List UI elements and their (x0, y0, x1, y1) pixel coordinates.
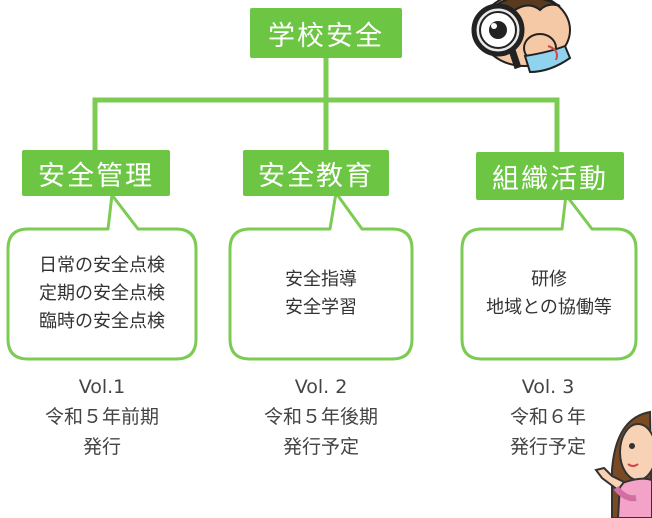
pointing-woman-character (594, 410, 652, 518)
caption-volume: Vol.1 (78, 376, 126, 398)
caption-period: 令和５年後期 (263, 406, 378, 428)
category-title-3: 組織活動 (492, 163, 608, 195)
bubble-content-1: 日常の安全点検 定期の安全点検 臨時の安全点検 (8, 231, 196, 357)
speech-bubble-1 (6, 193, 198, 361)
bubble-item: 臨時の安全点検 (39, 311, 165, 332)
caption-3: Vol. 3 令和６年 発行予定 (463, 372, 633, 462)
bubble-item: 安全学習 (285, 297, 357, 318)
category-box-2: 安全教育 (243, 150, 389, 196)
caption-status: 発行予定 (282, 436, 359, 458)
magnifying-glass-character (471, 0, 572, 74)
bubble-item: 安全指導 (285, 269, 357, 290)
caption-volume: Vol. 3 (521, 376, 575, 398)
bubble-content-3: 研修 地域との協働等 (462, 231, 636, 357)
category-title-1: 安全管理 (38, 160, 154, 192)
caption-2: Vol. 2 令和５年後期 発行予定 (236, 372, 406, 462)
caption-status: 発行予定 (509, 436, 586, 458)
bubble-item: 地域との協働等 (486, 297, 612, 318)
bubble-content-2: 安全指導 安全学習 (230, 231, 412, 357)
category-box-3: 組織活動 (476, 152, 624, 200)
speech-bubble-3 (460, 193, 638, 361)
caption-period: 令和６年 (509, 406, 586, 428)
top-box: 学校安全 (250, 8, 402, 58)
category-title-2: 安全教育 (258, 160, 374, 192)
caption-period: 令和５年前期 (44, 406, 159, 428)
bubble-item: 研修 (531, 269, 567, 290)
category-box-1: 安全管理 (22, 150, 170, 196)
speech-bubble-2 (228, 191, 414, 361)
caption-status: 発行 (82, 436, 121, 458)
caption-1: Vol.1 令和５年前期 発行 (17, 372, 187, 462)
bubble-item: 日常の安全点検 (39, 255, 165, 276)
caption-volume: Vol. 2 (294, 376, 348, 398)
bubble-item: 定期の安全点検 (39, 283, 165, 304)
top-title: 学校安全 (268, 20, 384, 52)
